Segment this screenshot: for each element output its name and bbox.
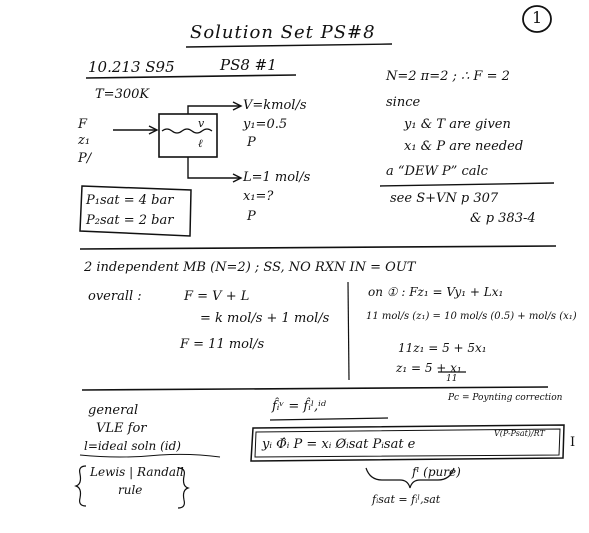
course-number: 10.213 S95 [88,58,175,76]
component-balance-3: 11z₁ = 5 + 5x₁ [398,341,487,355]
feed-flow-label: F [78,117,88,132]
psat-box [79,185,192,237]
fugacity-equality: f̂ᵢᵛ = f̂ᵢˡ,ⁱᵈ [272,399,326,414]
equation-roman-label: I [570,435,576,450]
overall-result: F = 11 mol/s [180,337,265,352]
component-balance-4: z₁ = 5 + x₁ [396,361,462,375]
liquid-flow-label: L=1 mol/s [243,170,311,185]
component-balance-1: on ① : Fz₁ = Vy₁ + Lx₁ [368,285,504,299]
psat-1-label: P₁sat = 4 bar [86,193,174,208]
overall-equation-2: = k mol/s + 1 mol/s [200,311,330,326]
feed-pressure-label: P/ [78,151,92,166]
feed-composition-label: z₁ [78,133,91,148]
vle-boxed-equation: yᵢ Φ̂ᵢ P = xᵢ Øᵢsat Pᵢsat e [262,437,416,452]
header-underline [85,74,297,79]
psat-2-label: P₂sat = 2 bar [86,213,174,228]
problem-label: PS8 #1 [220,56,277,74]
needed-line: x₁ & P are needed [404,139,524,154]
flash-tank [158,113,218,158]
liquid-composition-label: x₁=? [243,189,274,204]
temperature-label: T=300K [95,87,150,102]
poynting-exponent: V(P-Psat)/RT [494,429,545,438]
page-title: Solution Set PS#8 [190,22,376,43]
reference-line-1: see S+VN p 307 [390,191,499,206]
dew-p-line: a “DEW P” calc [386,164,488,179]
rule-label: rule [118,483,143,497]
tank-vapor-label: v [198,117,205,130]
dew-p-underline [379,182,555,187]
overall-label: overall : [88,289,142,304]
underbrace [365,467,455,489]
since-line: since [386,95,421,110]
liquid-level-wave [161,128,213,134]
vapor-composition-label: y₁=0.5 [243,117,288,132]
pure-fugacity-note: fˡ (pure) [412,465,461,479]
equation-box [250,424,565,462]
page-number-circle [522,5,552,33]
vapor-arrow [187,105,240,114]
liquid-pressure-label: P [247,209,256,224]
reference-line-2: & p 383-4 [470,211,536,226]
vapor-pressure-label: P [247,135,256,150]
degrees-of-freedom-line: N=2 π=2 ; ∴ F = 2 [386,69,510,84]
separator-line-1 [79,245,557,250]
ideal-soln-label: l=ideal soln (id) [84,439,181,453]
poynting-note: Pc = Poynting correction [448,393,563,403]
tank-liquid-label: ℓ [198,137,203,150]
fsat-note: fᵢsat = fᵢˡ,sat [372,493,441,506]
general-label: general [88,403,139,418]
title-underline [185,43,393,48]
separator-line-2 [81,386,549,391]
given-line: y₁ & T are given [404,117,511,132]
component-balance-2: 11 mol/s (z₁) = 10 mol/s (0.5) + mol/s (… [366,311,577,322]
component-balance-denominator: 11 [446,374,458,384]
page-number: 1 [532,8,543,27]
vertical-divider [347,281,350,381]
liquid-arrow [187,157,240,179]
overall-equation-1: F = V + L [184,289,250,304]
vle-label: VLE for [96,421,147,436]
vapor-flow-label: V=kmol/s [243,98,307,113]
lewis-randall-label: Lewis | Randall [90,465,184,479]
mass-balance-heading: 2 independent MB (N=2) ; SS, NO RXN IN =… [84,260,416,275]
